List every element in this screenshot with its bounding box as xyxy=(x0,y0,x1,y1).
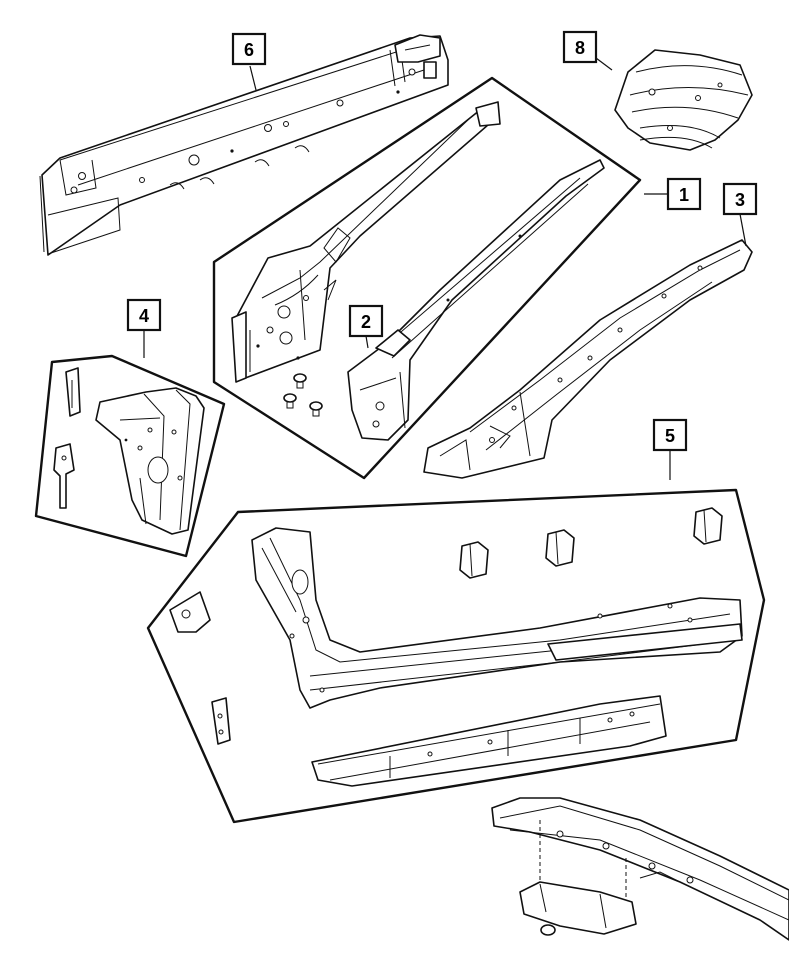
callout-6: 6 xyxy=(231,32,267,91)
callout-1: 1 xyxy=(644,177,702,211)
part-4-bracket-upper xyxy=(65,367,81,417)
clip-2 xyxy=(545,529,575,567)
part-5-body-sill xyxy=(251,527,743,709)
part-4-bracket-lower xyxy=(53,443,75,509)
part-8-wheelhouse xyxy=(614,49,753,151)
callout-6-label: 6 xyxy=(244,40,254,60)
part-1-a-pillar-left xyxy=(231,101,501,383)
part-6-roof-side-rail xyxy=(39,34,449,256)
clip-1 xyxy=(459,541,489,579)
callout-5-label: 5 xyxy=(665,426,675,446)
callout-2-label: 2 xyxy=(361,312,371,332)
small-bracket xyxy=(211,697,231,745)
part-4-hinge-pillar xyxy=(95,387,205,535)
callout-8-label: 8 xyxy=(575,38,585,58)
clip-3 xyxy=(693,507,723,545)
assembly-panel-5 xyxy=(146,488,766,824)
callout-3-label: 3 xyxy=(735,190,745,210)
callout-8: 8 xyxy=(562,30,613,71)
part-5-lower-rail xyxy=(311,695,667,787)
bolts-group xyxy=(283,373,323,417)
assembly-panel-4 xyxy=(34,354,226,558)
callout-2: 2 xyxy=(348,304,384,349)
part-2-pillar-reinforcement xyxy=(347,159,605,441)
callout-4: 4 xyxy=(126,298,162,358)
detail-rocker-jack-pad xyxy=(491,797,789,941)
callout-1-label: 1 xyxy=(679,185,689,205)
callout-3: 3 xyxy=(722,182,758,247)
assembly-panel-1-2 xyxy=(212,76,642,480)
callout-4-label: 4 xyxy=(139,306,149,326)
callout-5: 5 xyxy=(652,418,688,480)
part-3-pillar-outer xyxy=(423,239,753,479)
triangle-gusset xyxy=(169,591,211,633)
